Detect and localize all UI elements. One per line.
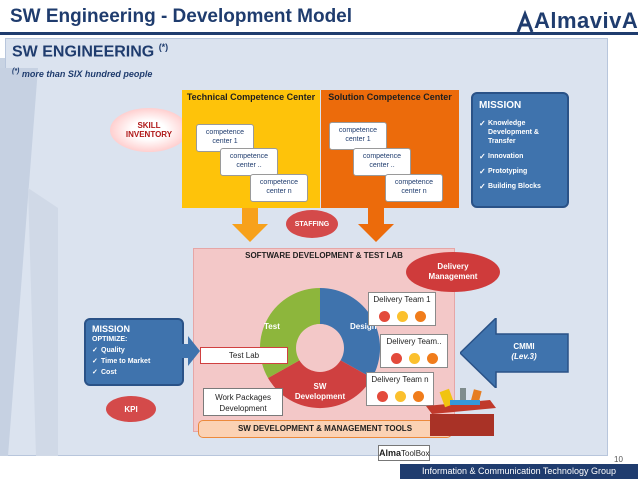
tech-competence-box-n: competence center n xyxy=(250,174,308,202)
work-packages-line2: Development xyxy=(219,404,267,413)
team-dot xyxy=(397,311,408,322)
delivery-team-1: Delivery Team 1 xyxy=(368,292,436,326)
toolbox-label-bold: Alma xyxy=(379,448,402,458)
section-title-mark: (*) xyxy=(158,42,169,52)
sol-box-n-line2: center n xyxy=(401,188,427,195)
solution-competence-center: Solution Competence Center competence ce… xyxy=(321,90,459,208)
cycle-development-segment xyxy=(268,360,372,409)
logo-text: AlmavivA xyxy=(534,8,638,33)
cmmi-label: CMMI (Lev.3) xyxy=(496,342,552,362)
technical-competence-center: Technical Competence Center competence c… xyxy=(182,90,320,208)
sol-box-1-line2: center 1 xyxy=(345,136,371,143)
work-packages-line1: Work Packages xyxy=(215,393,271,402)
mission-panel-left: MISSION OPTIMIZE: Quality Time to Market… xyxy=(84,318,184,386)
mission-right-item: Building Blocks xyxy=(479,182,561,191)
delivery-team-1-label: Delivery Team 1 xyxy=(373,295,431,304)
slide-title: SW Engineering - Development Model xyxy=(10,6,353,27)
cycle-design-segment xyxy=(320,288,381,378)
sol-box-1-line1: competence xyxy=(338,127,378,134)
staffing-arrow-right-icon xyxy=(358,208,394,242)
sol-competence-box-1: competence center 1 xyxy=(329,122,387,150)
delivery-management-line2: Management xyxy=(428,272,478,281)
work-packages-box: Work Packages Development xyxy=(203,388,283,416)
mission-arrow-icon xyxy=(176,336,200,366)
skill-inventory: SKILL INVENTORY xyxy=(110,108,188,152)
section-title: SW ENGINEERING (*) xyxy=(12,42,168,61)
sol-box-n-line1: competence xyxy=(394,179,434,186)
mission-left-item: Quality xyxy=(92,346,176,355)
cmmi-arrow-icon xyxy=(460,318,569,388)
tech-box-2-line1: competence xyxy=(229,153,269,160)
section-title-text: SW ENGINEERING xyxy=(12,43,155,61)
toolbox-label-rest: ToolBox xyxy=(401,449,430,458)
staffing-badge: STAFFING xyxy=(286,210,338,238)
kpi-badge: KPI xyxy=(106,396,156,422)
team-dot xyxy=(379,311,390,322)
mission-right-item: Innovation xyxy=(479,152,561,161)
team-dot xyxy=(409,353,420,364)
skill-inventory-line1: SKILL xyxy=(137,121,161,130)
team-dot xyxy=(427,353,438,364)
mission-right-item: Prototyping xyxy=(479,167,561,176)
mission-right-item: Knowledge Development & Transfer xyxy=(479,119,561,146)
cmmi-line2: (Lev.3) xyxy=(511,352,537,361)
section-note-text: more than SIX hundred people xyxy=(21,69,153,79)
section-note: (*) more than SIX hundred people xyxy=(12,68,152,79)
sol-box-2-line2: center .. xyxy=(369,162,395,169)
cmmi-line1: CMMI xyxy=(513,342,535,351)
tech-box-2-line2: center .. xyxy=(236,162,262,169)
team-dot xyxy=(415,311,426,322)
skill-inventory-line2: INVENTORY xyxy=(125,130,173,139)
team-dot xyxy=(391,353,402,364)
mission-panel-right: MISSION Knowledge Development & Transfer… xyxy=(471,92,569,208)
team-dot xyxy=(413,391,424,402)
sol-competence-box-2: competence center .. xyxy=(353,148,411,176)
sol-competence-box-n: competence center n xyxy=(385,174,443,202)
tech-box-n-line2: center n xyxy=(266,188,292,195)
tools-bar: SW DEVELOPMENT & MANAGEMENT TOOLS xyxy=(198,420,452,438)
toolbox-icon xyxy=(426,388,496,436)
team-dot xyxy=(377,391,388,402)
mission-left-item: Time to Market xyxy=(92,357,176,366)
logo-mark-icon xyxy=(516,10,534,33)
delivery-team-n: Delivery Team n xyxy=(366,372,434,406)
section-note-mark: (*) xyxy=(12,68,20,75)
cycle-label-test: Test xyxy=(264,322,280,331)
almaviva-logo: AlmavivA xyxy=(516,8,638,36)
team-dot xyxy=(395,391,406,402)
page-number: 10 xyxy=(614,455,623,464)
technical-center-label: Technical Competence Center xyxy=(186,92,316,102)
delivery-team-2-label: Delivery Team.. xyxy=(386,337,442,346)
panel-watermark xyxy=(0,68,58,456)
delivery-team-2: Delivery Team.. xyxy=(380,334,448,368)
lab-title: SOFTWARE DEVELOPMENT & TEST LAB xyxy=(245,251,403,260)
cycle-label-design: Design xyxy=(350,322,377,331)
test-lab-box: Test Lab xyxy=(200,347,288,364)
tech-competence-box-2: competence center .. xyxy=(220,148,278,176)
solution-center-label: Solution Competence Center xyxy=(328,92,452,102)
header-rule xyxy=(0,32,638,35)
mission-right-title: MISSION xyxy=(479,100,522,111)
mission-left-subtitle: OPTIMIZE: xyxy=(92,336,128,343)
mission-left-item: Cost xyxy=(92,368,176,377)
tech-box-1-line2: center 1 xyxy=(212,138,238,145)
delivery-management-line1: Delivery xyxy=(437,262,469,271)
staffing-arrow-left-icon xyxy=(232,208,268,242)
cycle-label-development: SW Development xyxy=(294,382,346,401)
cycle-center xyxy=(296,324,344,372)
toolbox-label: AlmaToolBox xyxy=(378,445,430,461)
sol-box-2-line1: competence xyxy=(362,153,402,160)
delivery-management-badge: Delivery Management xyxy=(406,252,500,292)
mission-left-title: MISSION xyxy=(92,324,131,334)
footer-bar: Information & Communication Technology G… xyxy=(400,464,638,479)
tech-box-1-line1: competence xyxy=(205,129,245,136)
delivery-team-n-label: Delivery Team n xyxy=(371,375,429,384)
tech-box-n-line1: competence xyxy=(259,179,299,186)
